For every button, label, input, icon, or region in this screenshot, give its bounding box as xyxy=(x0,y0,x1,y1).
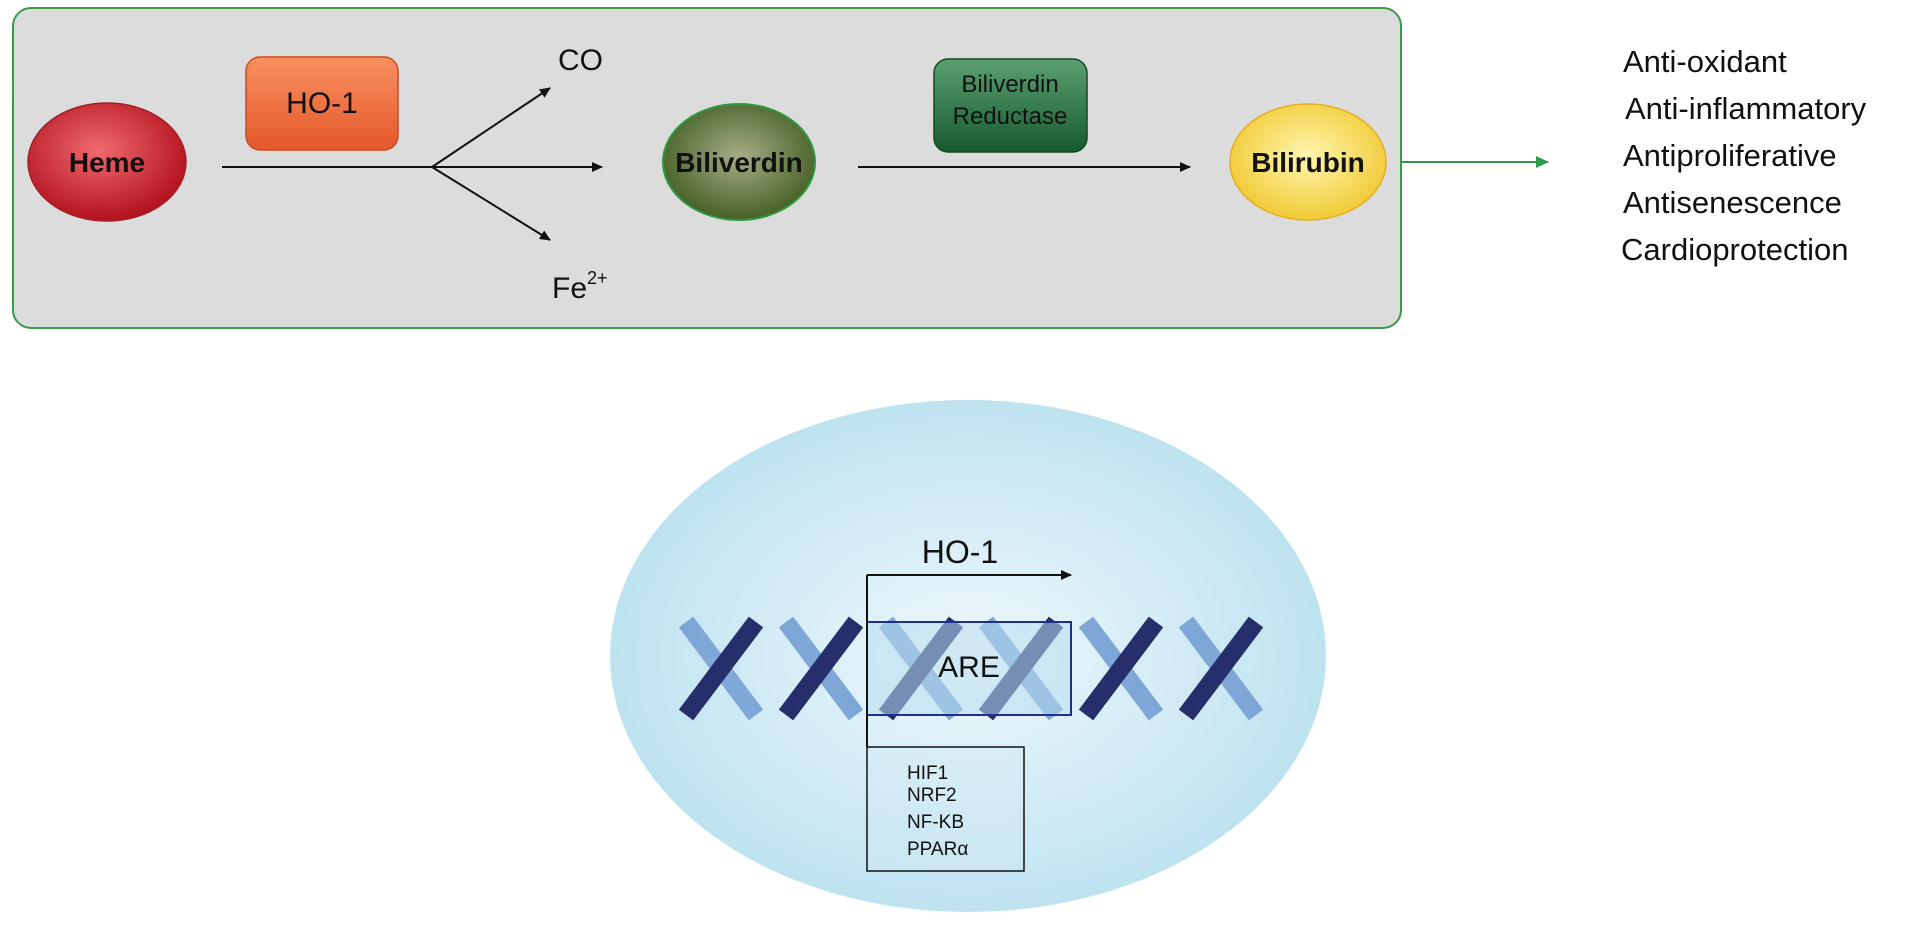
are-label: ARE xyxy=(938,651,1000,684)
effect-item: Antisenescence xyxy=(1623,185,1842,220)
heme-label: Heme xyxy=(69,147,145,178)
reductase-label-line1: Biliverdin xyxy=(961,71,1058,98)
co-label: CO xyxy=(558,44,603,77)
ho1-enzyme-box: HO-1 xyxy=(245,56,399,151)
tf-item: NF-KB xyxy=(907,812,964,833)
biliverdin-label: Biliverdin xyxy=(675,147,803,178)
effect-item: Anti-inflammatory xyxy=(1625,91,1867,126)
gene-label: HO-1 xyxy=(922,534,998,570)
tf-item: HIF1 xyxy=(907,763,948,784)
fe-label: Fe2+ xyxy=(552,268,608,305)
are-box: ARE xyxy=(866,621,1072,716)
to-fe-arrow xyxy=(431,166,551,241)
transcription-factor-box: HIF1 NRF2 NF-KB PPARα xyxy=(866,746,1025,872)
ho1-enzyme-label: HO-1 xyxy=(286,87,358,120)
bilirubin-node: Bilirubin xyxy=(1229,103,1387,221)
effect-item: Antiproliferative xyxy=(1623,138,1837,173)
to-co-arrow xyxy=(431,87,551,168)
effect-item: Cardioprotection xyxy=(1621,232,1848,267)
biliverdin-node: Biliverdin xyxy=(662,103,816,221)
reductase-box: Biliverdin Reductase xyxy=(933,58,1088,153)
effect-item: Anti-oxidant xyxy=(1623,44,1787,79)
bilirubin-label: Bilirubin xyxy=(1251,147,1365,178)
heme-node: Heme xyxy=(27,102,187,222)
effects-list: Anti-oxidant Anti-inflammatory Antiproli… xyxy=(1621,44,1867,267)
reductase-label-line2: Reductase xyxy=(953,103,1068,130)
tf-item: NRF2 xyxy=(907,785,957,806)
tf-item: PPARα xyxy=(907,839,968,860)
